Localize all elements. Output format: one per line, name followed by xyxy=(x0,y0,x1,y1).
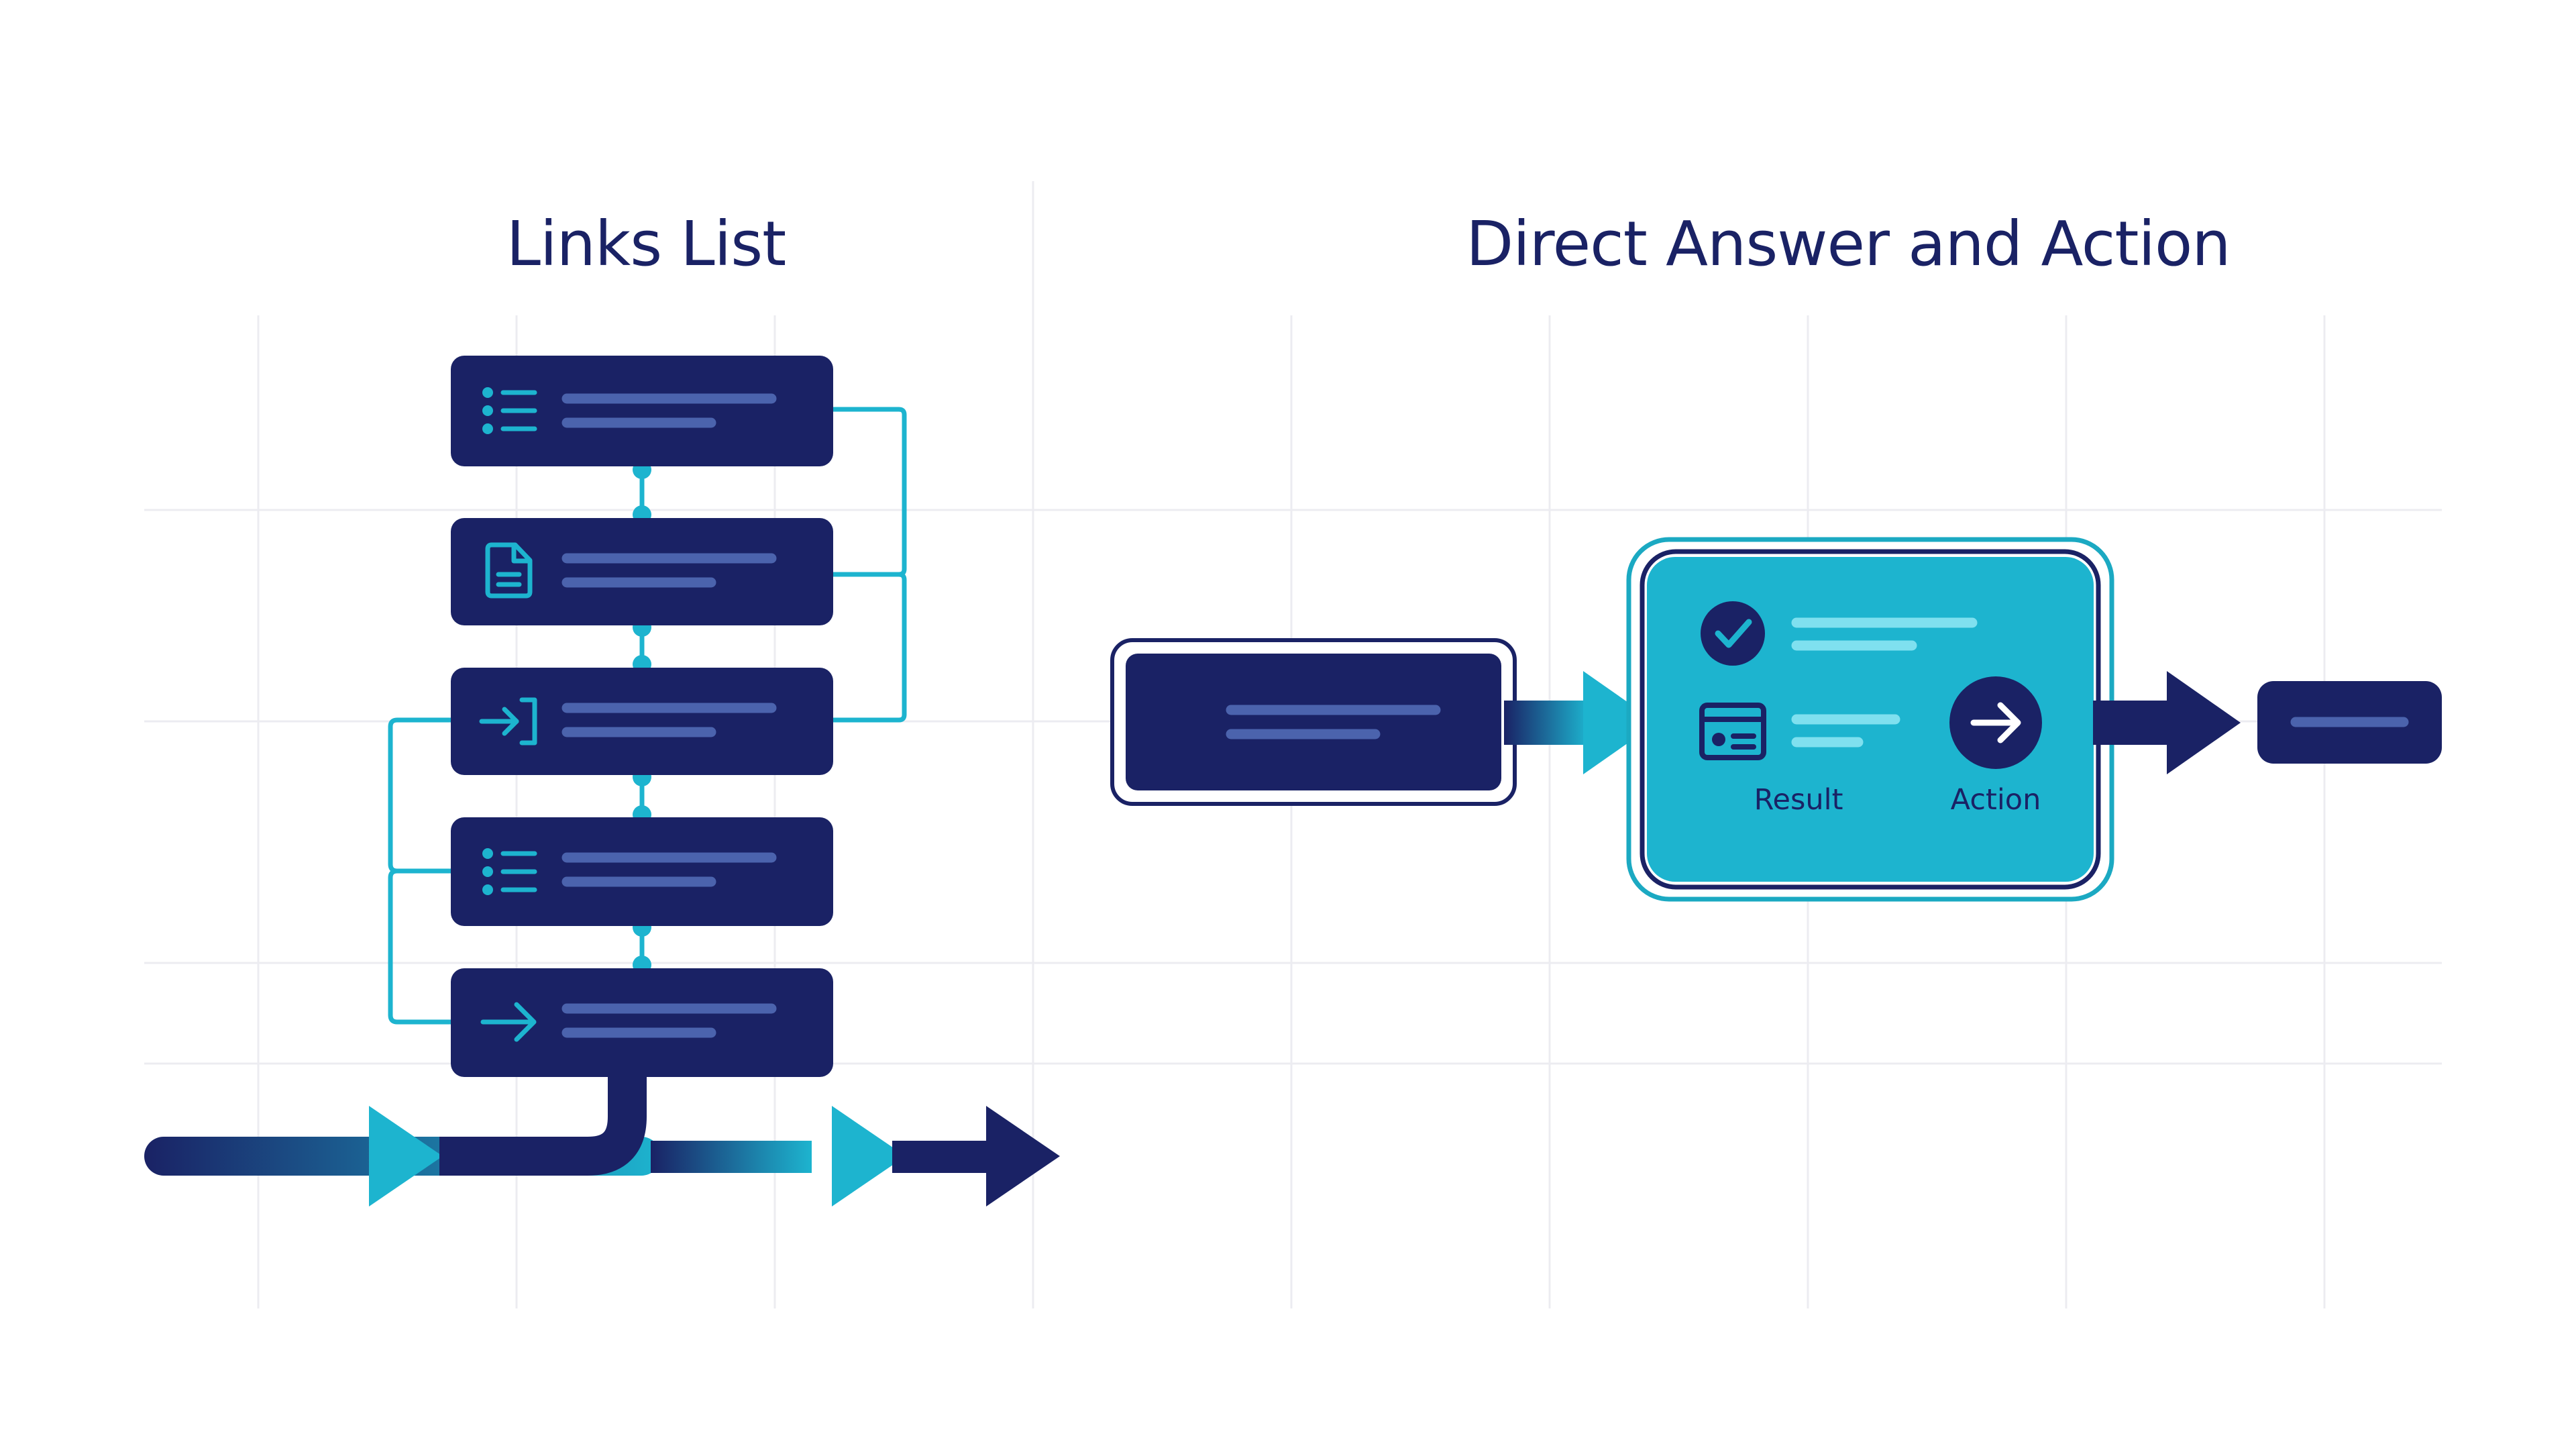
action-label: Action xyxy=(1950,783,2041,817)
arrow-to-answer xyxy=(1504,671,1657,774)
list-item xyxy=(451,817,833,926)
output-box xyxy=(2257,681,2442,764)
list-item xyxy=(451,968,833,1077)
list-icon xyxy=(482,848,537,895)
login-icon xyxy=(479,697,537,746)
action-arrow-icon xyxy=(1949,676,2042,769)
document-icon xyxy=(485,542,533,599)
check-circle-icon xyxy=(1701,601,1765,666)
arrow-right-icon xyxy=(480,1002,537,1042)
query-box xyxy=(1110,638,1517,806)
list-item xyxy=(451,518,833,625)
list-item xyxy=(451,668,833,775)
direct-answer-heading: Direct Answer and Action xyxy=(1466,208,2231,280)
arrow-to-output xyxy=(2093,671,2241,774)
answer-card xyxy=(1626,537,2114,902)
list-icon xyxy=(482,387,537,434)
connector-lines xyxy=(388,407,907,1025)
result-label: Result xyxy=(1754,783,1843,817)
bottom-flow-arrow xyxy=(144,1067,1060,1206)
list-item xyxy=(451,356,833,466)
id-card-icon xyxy=(1699,703,1766,760)
links-list-heading: Links List xyxy=(506,208,786,280)
